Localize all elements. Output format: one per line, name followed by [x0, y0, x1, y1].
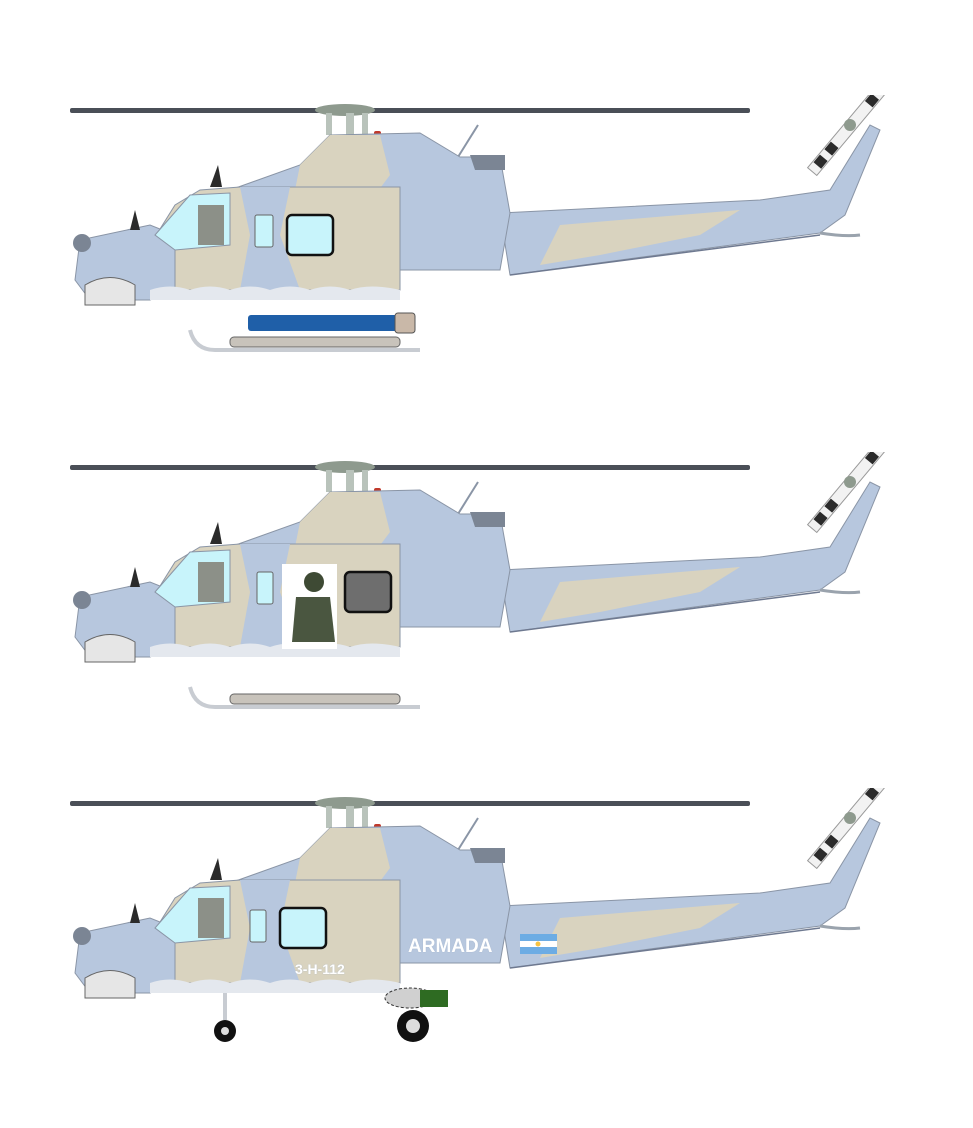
helicopter-profile-open-door	[0, 452, 973, 792]
helicopter-profile-torpedo	[0, 95, 973, 435]
helicopter-profile-wheeled: 3-H-112 ARMADA	[0, 788, 973, 1128]
serial-number-marking: 3-H-112	[295, 961, 345, 977]
helicopter-illustration	[68, 788, 896, 1042]
helicopter-illustration	[68, 452, 896, 709]
helicopter-illustration	[68, 95, 896, 352]
service-name-marking: ARMADA	[408, 936, 493, 957]
